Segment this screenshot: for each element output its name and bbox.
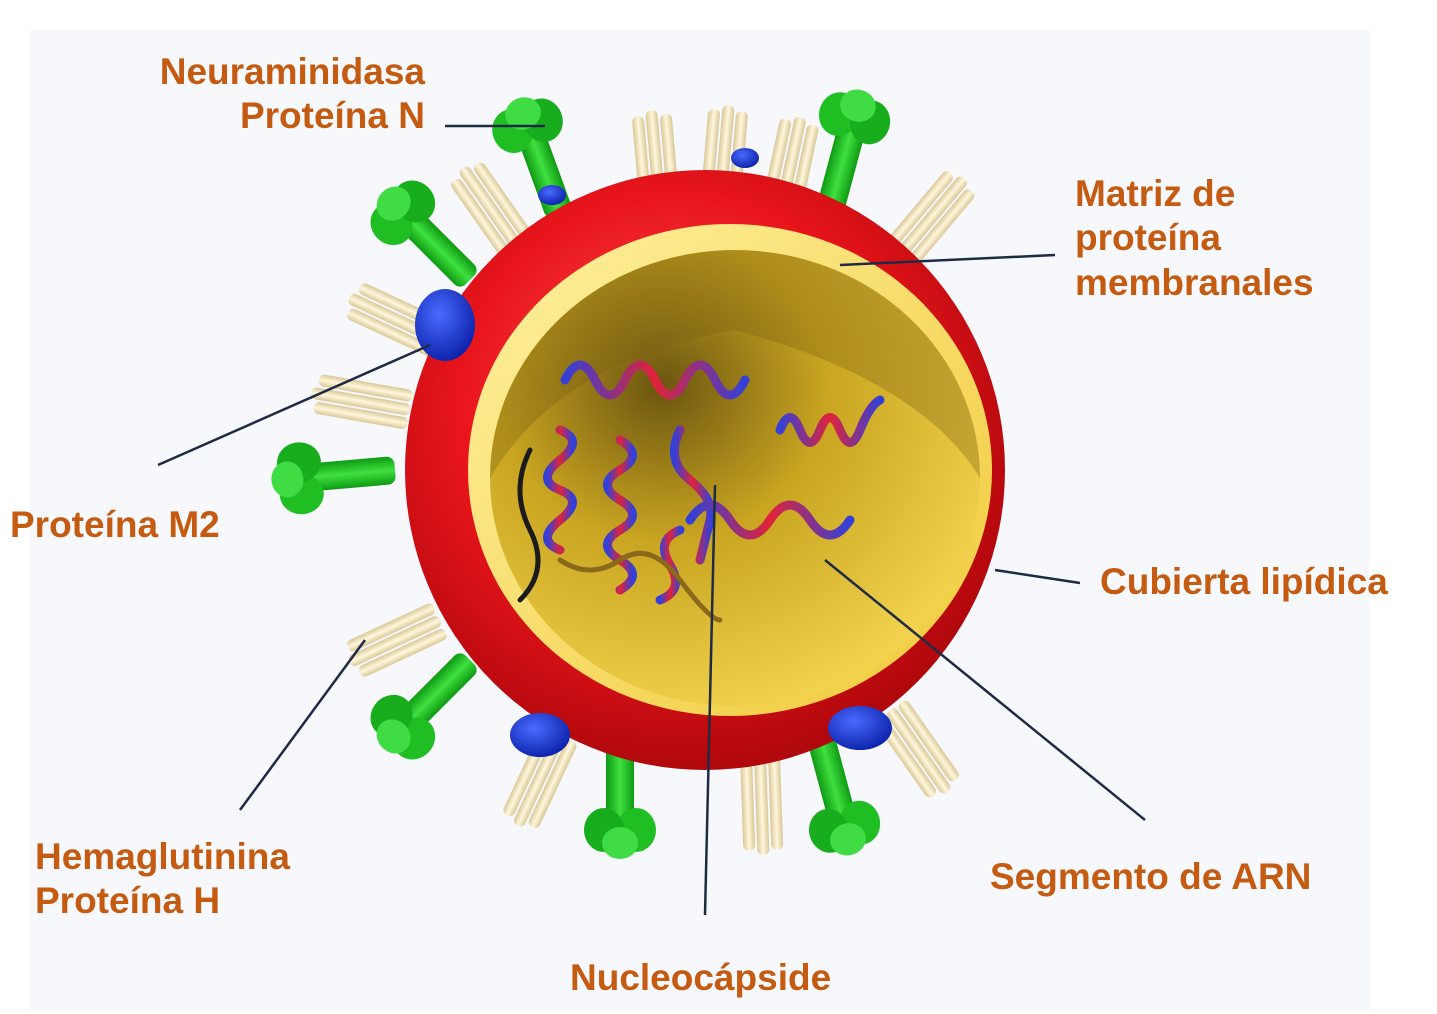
label-segmento-line1: Segmento de ARN [990,855,1311,899]
label-hemaglutinina-line1: Hemaglutinina [35,835,290,879]
label-m2-line1: Proteína M2 [10,503,220,547]
label-nucleocapside-line1: Nucleocápside [570,956,831,1000]
label-neuraminidasa-line1: Neuraminidasa [120,50,425,94]
label-hemaglutinina-line2: Proteína H [35,879,290,923]
label-matriz-line2: proteína [1075,216,1314,260]
label-neuraminidasa: Neuraminidasa Proteína N [120,50,425,139]
label-nucleocapside: Nucleocápside [570,956,831,1000]
label-neuraminidasa-line2: Proteína N [120,94,425,138]
label-m2: Proteína M2 [10,503,220,547]
label-segmento: Segmento de ARN [990,855,1311,899]
label-cubierta: Cubierta lipídica [1100,560,1388,604]
label-cubierta-line1: Cubierta lipídica [1100,560,1388,604]
label-matriz-line1: Matriz de [1075,172,1314,216]
label-hemaglutinina: Hemaglutinina Proteína H [35,835,290,924]
label-matriz: Matriz de proteína membranales [1075,172,1314,305]
label-matriz-line3: membranales [1075,261,1314,305]
